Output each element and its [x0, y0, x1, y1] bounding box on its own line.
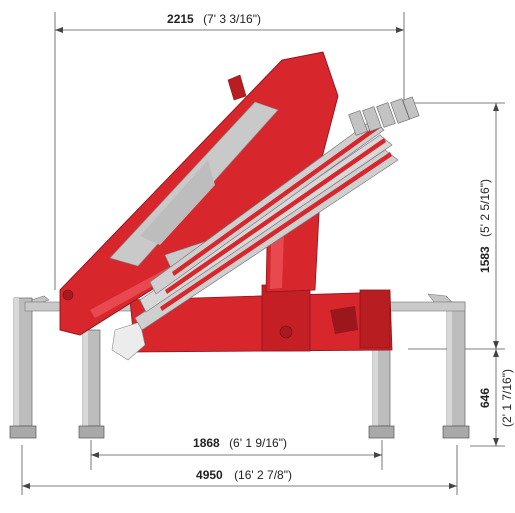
svg-text:646: 646: [478, 388, 492, 408]
svg-text:2215 (7' 3 3/16"): 2215 (7' 3 3/16"): [167, 12, 261, 26]
stabilizer-height-value: 646: [478, 388, 492, 408]
top-width-imperial: (7' 3 3/16"): [203, 12, 261, 26]
crane-base: [24, 284, 466, 361]
crane-height-value: 1583: [478, 246, 492, 273]
svg-text:(2' 1 7/16"): (2' 1 7/16"): [500, 369, 514, 427]
boom-tip: [348, 96, 420, 136]
inner-right-leg: [368, 329, 395, 439]
crane-height-dimension: 1583 (5' 2 5/16"): [408, 102, 505, 350]
outer-right-leg: [427, 293, 470, 439]
stabilizer-legs: [9, 293, 470, 439]
stabilizer-height-dimension: 646 (2' 1 7/16"): [470, 349, 514, 447]
inner-spread-value: 1868: [193, 436, 220, 450]
top-width-value: 2215: [167, 12, 194, 26]
svg-text:1583 (5' 2 5/16"): 1583 (5' 2 5/16"): [478, 179, 492, 273]
outer-spread-dimension: 4950 (16' 2 7/8"): [21, 445, 458, 495]
outer-left-leg: [9, 295, 50, 439]
inner-spread-dimension: 1868 (6' 1 9/16"): [90, 436, 383, 470]
stabilizer-height-imperial: (2' 1 7/16"): [500, 369, 514, 427]
svg-text:1868 (6' 1 9/16"): 1868 (6' 1 9/16"): [193, 436, 287, 450]
svg-text:4950 (16' 2 7/8"): 4950 (16' 2 7/8"): [196, 468, 292, 482]
inner-left-leg: [78, 329, 105, 439]
inner-spread-imperial: (6' 1 9/16"): [229, 436, 287, 450]
outer-spread-imperial: (16' 2 7/8"): [234, 468, 292, 482]
telescopic-boom: [134, 96, 420, 331]
outer-spread-value: 4950: [196, 468, 223, 482]
crane-height-imperial: (5' 2 5/16"): [478, 179, 492, 237]
top-width-dimension: 2215 (7' 3 3/16"): [54, 12, 405, 290]
